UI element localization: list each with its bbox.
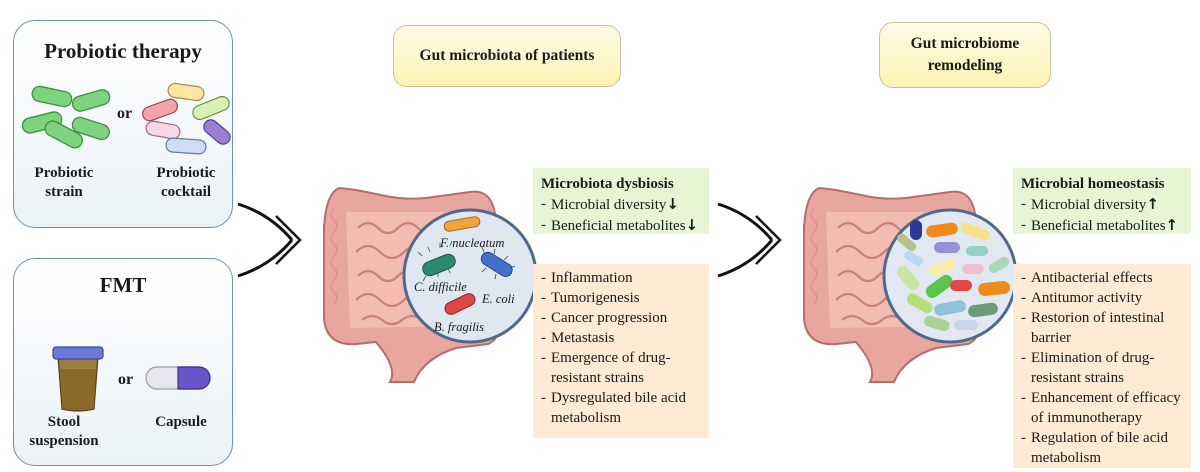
homeostasis-item: -Beneficial metabolites↑	[1021, 216, 1179, 234]
patients-header: Gut microbiota of patients	[393, 25, 621, 87]
bacteria-label-c-difficile: C. difficile	[414, 280, 467, 294]
bacteria-label-b-fragilis: B. fragilis	[434, 320, 485, 334]
decrease-arrow-icon: ↓	[685, 216, 699, 234]
remodeling-effect-item: -Elimination of drug-resistant strains	[1021, 350, 1155, 386]
patients-effects-box: -Inflammation -Tumorigenesis -Cancer pro…	[533, 264, 709, 438]
fmt-title: FMT	[99, 273, 147, 297]
capsule-label: Capsule	[155, 414, 207, 430]
e-coli-bacterium-icon	[480, 246, 516, 280]
dysbiosis-item: -Beneficial metabolites↓	[541, 216, 699, 234]
dysbiosis-item-text: Beneficial metabolites	[551, 218, 686, 234]
increase-arrow-icon: ↑	[1146, 195, 1159, 213]
increase-arrow-icon: ↑	[1165, 216, 1179, 234]
remodeling-effect-item: -Regulation of bile acid metabolism	[1021, 430, 1169, 466]
fmt-or-text: or	[118, 371, 134, 388]
homeostasis-item-text: Beneficial metabolites	[1031, 218, 1166, 234]
probiotic-therapy-panel: Probiotic therapy or Probiotic strain Pr…	[13, 20, 233, 228]
bacteria-label-f-nucleatum: F. nucleatum	[440, 236, 505, 250]
homeostasis-item-text: Microbial diversity	[1031, 197, 1147, 213]
homeostasis-box: Microbial homeostasis -Microbial diversi…	[1013, 168, 1191, 234]
patients-effect-item: -Dysregulated bile acid metabolism	[541, 390, 686, 426]
converge-arrow-left	[237, 202, 302, 278]
patients-header-text: Gut microbiota of patients	[419, 47, 595, 64]
b-fragilis-bacterium-icon	[444, 293, 476, 315]
remodeling-header-text: Gut microbiome remodeling	[910, 35, 1020, 74]
dysbiosis-title: Microbiota dysbiosis	[541, 176, 674, 192]
patients-effect-item: -Tumorigenesis	[541, 290, 640, 306]
stool-cup-icon	[52, 346, 104, 412]
probiotic-cocktail-icon	[142, 82, 231, 155]
patients-effect-item: -Emergence of drug-resistant strains	[541, 350, 671, 386]
dysbiosis-item-text: Microbial diversity	[551, 197, 667, 213]
stool-suspension-label: Stool suspension	[29, 414, 99, 449]
probiotic-cocktail-label: Probiotic cocktail	[156, 165, 216, 200]
probiotic-strain-label: Probiotic strain	[34, 165, 94, 200]
dysbiosis-box: Microbiota dysbiosis -Microbial diversit…	[533, 168, 709, 234]
probiotic-or-text: or	[117, 105, 133, 122]
decrease-arrow-icon: ↓	[666, 195, 679, 213]
probiotic-strain-icon	[21, 85, 111, 149]
remodeling-effect-item: -Enhancement of efficacy of immunotherap…	[1021, 390, 1181, 426]
patients-effect-item: -Inflammation	[541, 270, 633, 286]
remodeling-effects-box: -Antibacterial effects -Antitumor activi…	[1013, 264, 1191, 468]
c-difficile-bacterium-icon	[417, 240, 456, 282]
bacteria-label-e-coli: E. coli	[482, 292, 515, 306]
remodeling-effect-item: -Restorion of intestinal barrier	[1021, 310, 1165, 346]
remodeling-effect-item: -Antitumor activity	[1021, 290, 1143, 306]
patients-effect-item: -Cancer progression	[541, 310, 668, 326]
homeostasis-bacteria-circle	[882, 208, 1018, 344]
remodeling-header: Gut microbiome remodeling	[879, 22, 1051, 88]
fmt-panel: FMT or Stool suspension Capsule	[13, 258, 233, 466]
remodeling-effect-item: -Antibacterial effects	[1021, 270, 1153, 286]
converge-arrow-right	[717, 202, 782, 278]
capsule-icon	[145, 366, 211, 390]
homeostasis-item: -Microbial diversity↑	[1021, 195, 1159, 213]
patients-effect-item: -Metastasis	[541, 330, 615, 346]
homeostasis-title: Microbial homeostasis	[1021, 176, 1165, 192]
probiotic-therapy-title: Probiotic therapy	[44, 39, 202, 63]
dysbiosis-item: -Microbial diversity↓	[541, 195, 679, 213]
f-nucleatum-bacterium-icon	[443, 216, 481, 232]
